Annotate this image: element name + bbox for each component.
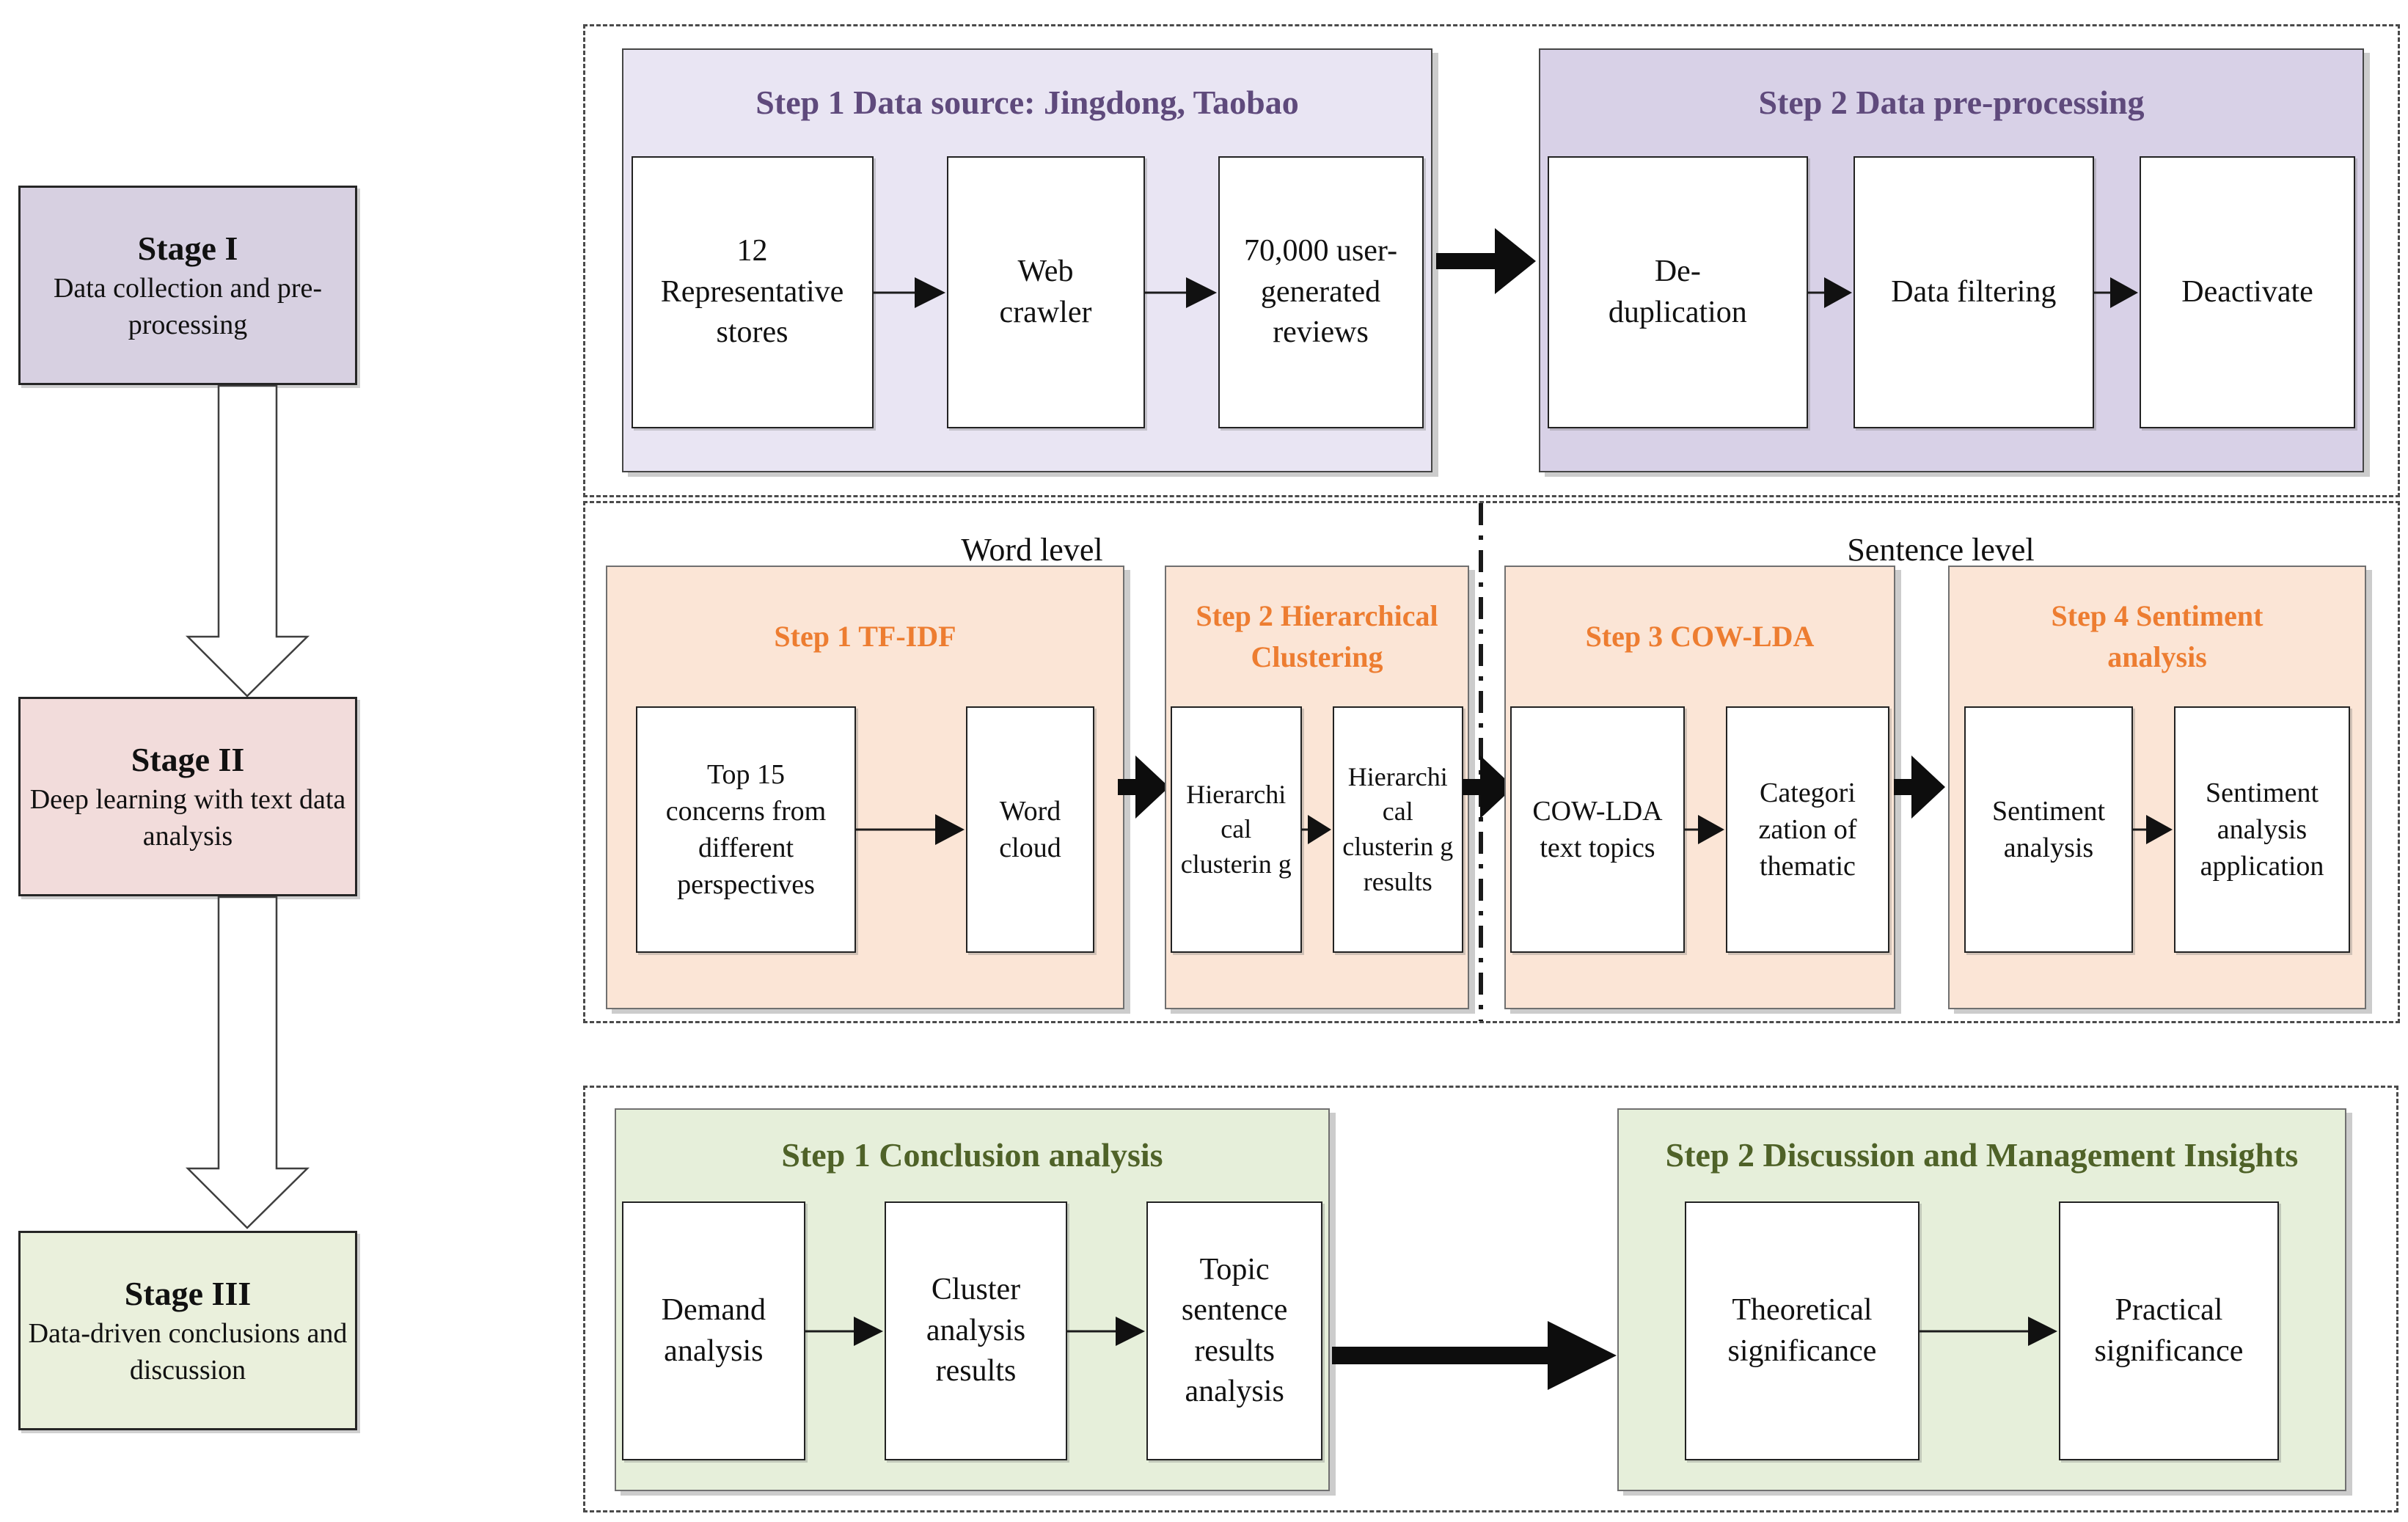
pre-processing-panel: Step 2 Data pre-processing De-duplicatio… [1539, 48, 2364, 472]
right-arrow-icon [1807, 277, 1852, 308]
stage-3-desc: Data-driven conclusions and discussion [28, 1317, 348, 1386]
right-arrow-icon [805, 1316, 883, 1346]
thick-right-arrow-icon [1894, 755, 1945, 819]
practical-significance-box: Practical significance [2059, 1201, 2279, 1460]
hierarchical-clustering-title: Step 2 Hierarchical Clustering [1196, 599, 1438, 673]
topic-sentence-box: Topic sentence results analysis [1146, 1201, 1322, 1460]
conclusion-analysis-panel: Step 1 Conclusion analysis Demand analys… [615, 1108, 1330, 1491]
top15-concerns-box: Top 15 concerns from different perspecti… [636, 706, 856, 953]
cow-lda-panel: Step 3 COW-LDA COW-LDA text topics Categ… [1504, 566, 1895, 1009]
sentiment-title: Step 4 Sentiment analysis [2051, 599, 2264, 673]
right-arrow-icon [856, 814, 965, 845]
stage-3-process-row: Step 1 Conclusion analysis Demand analys… [583, 1086, 2398, 1512]
hierarchical-clustering-panel: Step 2 Hierarchical Clustering Hierarchi… [1165, 566, 1469, 1009]
hollow-down-arrow-icon [185, 385, 310, 698]
theoretical-significance-box: Theoretical significance [1685, 1201, 1920, 1460]
stage-1-desc: Data collection and pre-processing [53, 272, 323, 340]
deduplication-box: De-duplication [1548, 156, 1808, 428]
stores-box: 12 Representative stores [631, 156, 874, 428]
discussion-insights-panel: Step 2 Discussion and Management Insight… [1617, 1108, 2346, 1491]
conclusion-analysis-title: Step 1 Conclusion analysis [781, 1136, 1163, 1174]
stage-3-name: Stage III [124, 1275, 252, 1313]
stage-2-box: Stage II Deep learning with text data an… [18, 697, 357, 896]
reviews-box: 70,000 user-generated reviews [1218, 156, 1424, 428]
sentiment-application-box: Sentiment analysis application [2174, 706, 2350, 953]
thick-right-arrow-icon [1332, 1321, 1617, 1390]
right-arrow-icon [873, 277, 945, 308]
stage-1-process-row: Step 1 Data source: Jingdong, Taobao 12 … [583, 24, 2400, 497]
thick-right-arrow-icon [1118, 755, 1169, 819]
right-arrow-icon [1920, 1316, 2057, 1346]
right-arrow-icon [1684, 815, 1724, 844]
right-arrow-icon [2094, 277, 2139, 308]
stage-3-box: Stage III Data-driven conclusions and di… [18, 1231, 357, 1430]
demand-analysis-box: Demand analysis [622, 1201, 805, 1460]
thick-right-arrow-icon [1436, 228, 1536, 294]
stage-2-name: Stage II [131, 741, 245, 779]
thick-right-arrow-icon [1463, 755, 1514, 819]
stage-1-box: Stage I Data collection and pre-processi… [18, 186, 357, 385]
cluster-results-box: Cluster analysis results [884, 1201, 1068, 1460]
data-source-title: Step 1 Data source: Jingdong, Taobao [755, 84, 1299, 122]
data-filtering-box: Data filtering [1853, 156, 2095, 428]
hierarchical-clustering-box: Hierarchi cal clusterin g [1171, 706, 1302, 953]
tfidf-title: Step 1 TF-IDF [774, 620, 956, 653]
sentiment-panel: Step 4 Sentiment analysis Sentiment anal… [1948, 566, 2366, 1009]
discussion-insights-title: Step 2 Discussion and Management Insight… [1665, 1136, 2299, 1174]
clustering-results-box: Hierarchi cal clusterin g results [1332, 706, 1463, 953]
right-arrow-icon [1301, 815, 1331, 844]
sentiment-analysis-box: Sentiment analysis [1964, 706, 2133, 953]
right-arrow-icon [1144, 277, 1217, 308]
dash-dot-divider [1479, 503, 1483, 1021]
stage-2-process-row: Word level Sentence level Step 1 TF-IDF … [583, 501, 2400, 1023]
hollow-down-arrow-icon [185, 896, 310, 1229]
web-crawler-box: Web crawler [946, 156, 1145, 428]
right-arrow-icon [2133, 815, 2173, 844]
tfidf-panel: Step 1 TF-IDF Top 15 concerns from diffe… [606, 566, 1124, 1009]
stage-1-name: Stage I [137, 230, 238, 268]
sentence-level-label: Sentence level [1847, 532, 2035, 568]
word-level-label: Word level [961, 532, 1103, 568]
word-cloud-box: Word cloud [966, 706, 1094, 953]
pre-processing-title: Step 2 Data pre-processing [1758, 84, 2145, 122]
right-arrow-icon [1067, 1316, 1146, 1346]
categorization-box: Categori zation of thematic [1725, 706, 1889, 953]
stage-2-desc: Deep learning with text data analysis [29, 783, 346, 852]
cow-lda-title: Step 3 COW-LDA [1585, 620, 1815, 653]
data-source-panel: Step 1 Data source: Jingdong, Taobao 12 … [622, 48, 1432, 472]
cow-lda-topics-box: COW-LDA text topics [1510, 706, 1685, 953]
deactivate-box: Deactivate [2140, 156, 2356, 428]
